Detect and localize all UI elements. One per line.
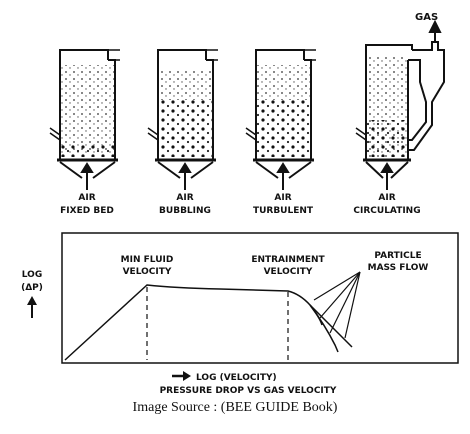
bubbling-particles <box>158 100 213 157</box>
gas-label: GAS <box>415 12 438 23</box>
label-circulating: CIRCULATING <box>353 206 420 216</box>
turbulent-particles <box>256 100 311 157</box>
fixed-bed-inlet <box>49 127 61 141</box>
turbulent-air-arrow <box>276 162 290 173</box>
particle-mass-flow-pointers <box>313 271 361 339</box>
air-label-circulating: AIR <box>378 193 395 203</box>
particle-mass-flow-label-2: MASS FLOW <box>368 263 429 273</box>
air-label-turbulent: AIR <box>274 193 291 203</box>
fixed-bed-particles <box>60 65 115 155</box>
air-label-fixed: AIR <box>78 193 95 203</box>
image-source-caption: Image Source : (BEE GUIDE Book) <box>132 400 338 415</box>
reactor-fixed-bed <box>49 49 120 190</box>
bubbling-air-arrow <box>178 162 192 173</box>
y-axis-label-log: LOG <box>22 270 42 280</box>
graph-title: PRESSURE DROP VS GAS VELOCITY <box>160 386 337 396</box>
gas-outlet-arrow <box>428 19 442 33</box>
air-label-bubbling: AIR <box>176 193 193 203</box>
label-turbulent: TURBULENT <box>253 206 314 216</box>
reactor-turbulent <box>245 49 316 190</box>
x-axis-arrow <box>172 371 191 381</box>
entrainment-label-2: VELOCITY <box>264 267 313 277</box>
label-bubbling: BUBBLING <box>159 206 211 216</box>
circulating-cyclone <box>408 41 445 151</box>
min-fluid-label-1: MIN FLUID <box>121 255 174 265</box>
circulating-air-arrow <box>380 162 394 173</box>
y-axis-label-dp: (ΔP) <box>21 283 43 293</box>
graph-frame <box>61 232 459 364</box>
min-fluid-label-2: VELOCITY <box>123 267 172 277</box>
pressure-drop-curve <box>64 284 353 361</box>
entrainment-label-1: ENTRAINMENT <box>251 255 325 265</box>
particle-mass-flow-label-1: PARTICLE <box>374 251 421 261</box>
x-axis-label: LOG (VELOCITY) <box>196 373 277 383</box>
reactor-circulating <box>355 19 445 190</box>
circulating-riser <box>365 44 413 160</box>
label-fixed-bed: FIXED BED <box>60 206 114 216</box>
fixed-bed-air-arrow <box>80 162 94 173</box>
reactor-bubbling <box>147 49 218 190</box>
fixed-bed-cone <box>59 161 116 179</box>
y-axis-arrow <box>27 296 37 318</box>
